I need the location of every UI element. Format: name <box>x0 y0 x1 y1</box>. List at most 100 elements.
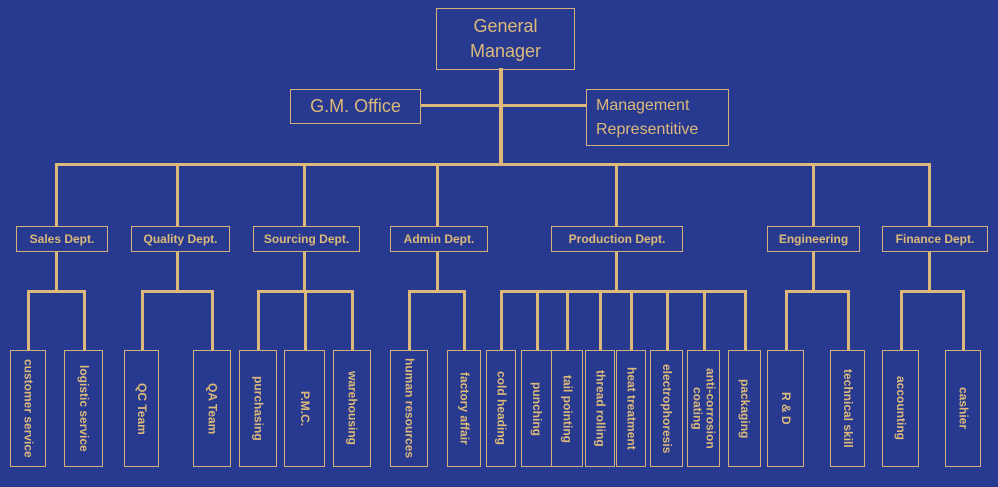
connector-unit-stem <box>303 252 306 291</box>
unit-label: P.M.C. <box>298 390 312 427</box>
connector-dept-drop <box>928 164 931 226</box>
unit-label: R & D <box>779 392 793 425</box>
unit-label: warehousing <box>345 371 360 446</box>
unit-box: punching <box>521 350 552 467</box>
connector-unit-bus <box>785 290 850 293</box>
department-label: Engineering <box>778 232 849 246</box>
unit-box: tail pointing <box>551 350 583 467</box>
connector-unit-stem <box>436 252 439 291</box>
connector-unit-drop <box>141 291 144 350</box>
connector-unit-drop <box>304 291 307 350</box>
unit-box: human resources <box>390 350 428 467</box>
unit-label: tail pointing <box>560 374 575 443</box>
unit-box: R & D <box>767 350 804 467</box>
department-box: Finance Dept. <box>882 226 988 252</box>
unit-label: purchasing <box>251 376 266 441</box>
gm-office-box: G.M. Office <box>290 89 421 124</box>
unit-box: logistic service <box>64 350 103 467</box>
unit-box: anti-corrosion coating <box>687 350 720 467</box>
department-label: Sourcing Dept. <box>263 232 350 246</box>
connector-unit-stem <box>812 252 815 291</box>
connector-unit-drop <box>566 291 569 350</box>
connector-unit-stem <box>928 252 931 291</box>
connector-mgmt-rep <box>501 104 587 107</box>
unit-box: QA Team <box>193 350 231 467</box>
department-label: Finance Dept. <box>895 232 975 246</box>
unit-label: packaging <box>738 378 752 439</box>
connector-gm-trunk <box>499 68 503 164</box>
unit-box: QC Team <box>124 350 159 467</box>
department-box: Sales Dept. <box>16 226 108 252</box>
connector-unit-bus <box>900 290 965 293</box>
unit-label: electrophoresis <box>660 363 674 454</box>
connector-unit-drop <box>744 291 747 350</box>
management-rep-box: Management Representitive <box>586 89 729 146</box>
unit-label: QA Team <box>205 382 220 435</box>
connector-dept-drop <box>436 164 439 226</box>
unit-box: electrophoresis <box>650 350 683 467</box>
unit-box: customer service <box>10 350 46 467</box>
unit-box: thread rolling <box>585 350 615 467</box>
connector-dept-drop <box>55 164 58 226</box>
unit-label: punching <box>530 381 544 436</box>
unit-label: cold heading <box>494 371 509 446</box>
department-box: Quality Dept. <box>131 226 230 252</box>
department-label: Sales Dept. <box>29 232 95 246</box>
connector-dept-drop <box>812 164 815 226</box>
unit-box: heat treatment <box>616 350 646 467</box>
connector-unit-bus <box>408 290 466 293</box>
connector-unit-drop <box>847 291 850 350</box>
department-box: Production Dept. <box>551 226 683 252</box>
unit-label: anti-corrosion coating <box>690 368 718 449</box>
gm-office-label: G.M. Office <box>310 96 401 116</box>
connector-unit-drop <box>900 291 903 350</box>
unit-box: cashier <box>945 350 981 467</box>
connector-dept-drop <box>615 164 618 226</box>
connector-unit-drop <box>599 291 602 350</box>
department-label: Production Dept. <box>568 232 666 246</box>
unit-label: logistic service <box>77 365 91 452</box>
connector-unit-drop <box>211 291 214 350</box>
management-rep-label: Management Representitive <box>596 96 699 138</box>
department-label: Quality Dept. <box>143 232 218 246</box>
unit-label: customer service <box>21 359 36 458</box>
connector-unit-drop <box>27 291 30 350</box>
department-label: Admin Dept. <box>403 232 475 246</box>
connector-unit-drop <box>351 291 354 350</box>
unit-box: factory affair <box>447 350 481 467</box>
unit-box: accounting <box>882 350 919 467</box>
general-manager-label: General Manager <box>469 16 542 61</box>
connector-dept-bus <box>55 163 931 166</box>
unit-label: factory affair <box>457 372 472 445</box>
connector-unit-drop <box>785 291 788 350</box>
unit-box: packaging <box>728 350 761 467</box>
unit-box: warehousing <box>333 350 371 467</box>
unit-box: cold heading <box>486 350 516 467</box>
connector-unit-bus <box>500 290 747 293</box>
unit-label: human resources <box>402 358 417 459</box>
connector-unit-drop <box>408 291 411 350</box>
connector-unit-drop <box>257 291 260 350</box>
unit-box: technical skill <box>830 350 865 467</box>
unit-box: purchasing <box>239 350 277 467</box>
unit-label: heat treatment <box>624 367 639 450</box>
unit-label: cashier <box>956 387 971 430</box>
connector-unit-drop <box>666 291 669 350</box>
connector-unit-drop <box>500 291 503 350</box>
connector-gm-office <box>420 104 503 107</box>
department-box: Admin Dept. <box>390 226 488 252</box>
unit-label: technical skill <box>841 369 855 448</box>
connector-unit-drop <box>83 291 86 350</box>
department-box: Sourcing Dept. <box>253 226 360 252</box>
connector-dept-drop <box>176 164 179 226</box>
connector-unit-bus <box>141 290 214 293</box>
connector-unit-drop <box>703 291 706 350</box>
connector-unit-drop <box>463 291 466 350</box>
unit-label: accounting <box>894 376 908 441</box>
connector-unit-stem <box>55 252 58 291</box>
unit-label: QC Team <box>135 382 149 435</box>
unit-box: P.M.C. <box>284 350 325 467</box>
connector-unit-stem <box>176 252 179 291</box>
connector-unit-drop <box>630 291 633 350</box>
connector-unit-stem <box>615 252 618 291</box>
